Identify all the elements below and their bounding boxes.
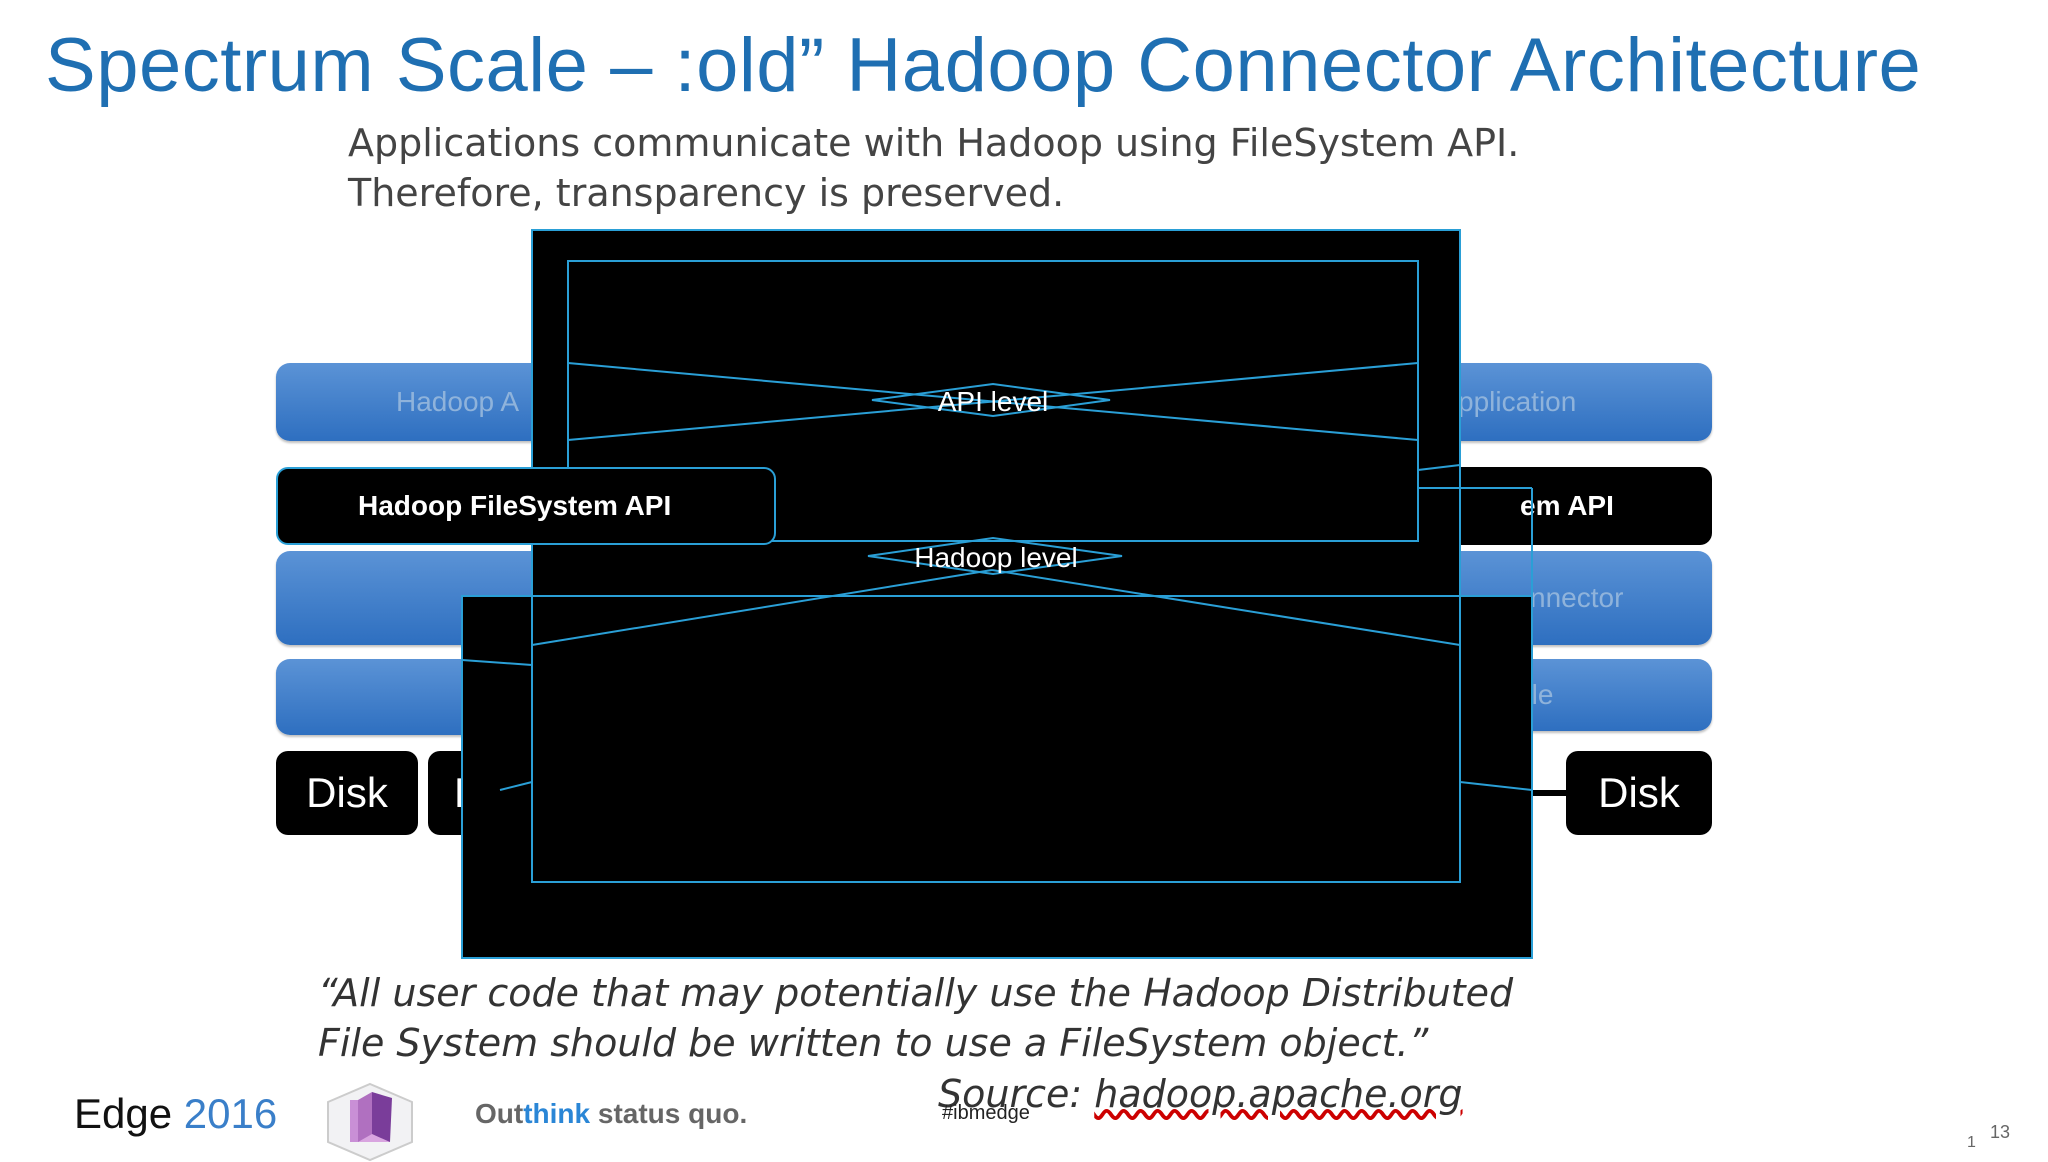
side-line-6 — [499, 781, 533, 791]
quote-line-1: “All user code that may potentially use … — [318, 971, 1514, 1015]
overlay-inner-frame — [531, 229, 1461, 883]
tagline-out: Out — [475, 1098, 524, 1129]
hadoop-level-label: Hadoop level — [914, 542, 1077, 573]
tagline-rest: status quo. — [590, 1098, 748, 1129]
tagline-think: think — [523, 1098, 591, 1129]
hadoop-level-diamond — [867, 536, 1123, 576]
page-number: 13 — [1990, 1122, 2011, 1142]
hadoop-zoom-line-1 — [531, 569, 993, 646]
source-prefix: Source: — [938, 1072, 1095, 1116]
hashtag: #ibmedge — [942, 1102, 1030, 1124]
right-disk-label: Disk — [1598, 769, 1680, 816]
brand-edge-text: Edge — [74, 1090, 173, 1137]
side-line-5 — [461, 659, 533, 666]
slide-subtitle: Applications communicate with Hadoop usi… — [348, 118, 1519, 218]
overlay-inner-box — [532, 230, 1460, 882]
api-zoom-frame — [567, 260, 1419, 542]
right-app-layer: pplication — [1440, 363, 1712, 441]
quote-source: Source: hadoop.apache.org — [938, 1072, 1463, 1116]
brand-edge-2016: Edge 2016 — [74, 1090, 277, 1138]
source-link[interactable]: hadoop.apache.org — [1094, 1072, 1463, 1116]
right-disk: Disk — [1566, 751, 1712, 835]
ibm-edge-cube-icon — [327, 1082, 413, 1162]
page-small-marker: 1 — [1967, 1134, 1976, 1151]
quote-block: “All user code that may potentially use … — [318, 968, 1513, 1068]
brand-year-text: 2016 — [183, 1090, 278, 1137]
right-connector-layer-label: nnector — [1530, 582, 1624, 613]
left-disk-1-label: Disk — [306, 769, 388, 816]
api-level-label: API level — [938, 386, 1049, 417]
slide-title: Spectrum Scale – :old” Hadoop Connector … — [45, 23, 1922, 108]
right-api-layer: em API — [1440, 467, 1712, 545]
left-app-layer-label: Hadoop A — [396, 386, 519, 417]
subtitle-line-1: Applications communicate with Hadoop usi… — [348, 121, 1520, 165]
side-line-4 — [1459, 781, 1533, 791]
quote-line-2: File System should be written to use a F… — [318, 1021, 1429, 1065]
left-app-layer: Hadoop A — [276, 363, 576, 441]
disk-connector-line — [1520, 790, 1566, 796]
api-zoom-line-2 — [567, 362, 1419, 441]
hadoop-zoom-line-2 — [991, 569, 1461, 646]
api-level-diamond — [871, 382, 1111, 418]
tagline: Outthink status quo. — [475, 1098, 747, 1130]
right-app-layer-label: pplication — [1458, 386, 1577, 417]
side-line-1 — [1417, 464, 1461, 471]
right-api-layer-label: em API — [1520, 490, 1614, 521]
subtitle-line-2: Therefore, transparency is preserved. — [348, 171, 1065, 215]
left-api-layer-label: Hadoop FileSystem API — [358, 490, 672, 521]
overlay-outer-frame — [461, 595, 1533, 959]
left-disk-1: Disk — [276, 751, 418, 835]
left-api-layer: Hadoop FileSystem API — [276, 467, 776, 545]
